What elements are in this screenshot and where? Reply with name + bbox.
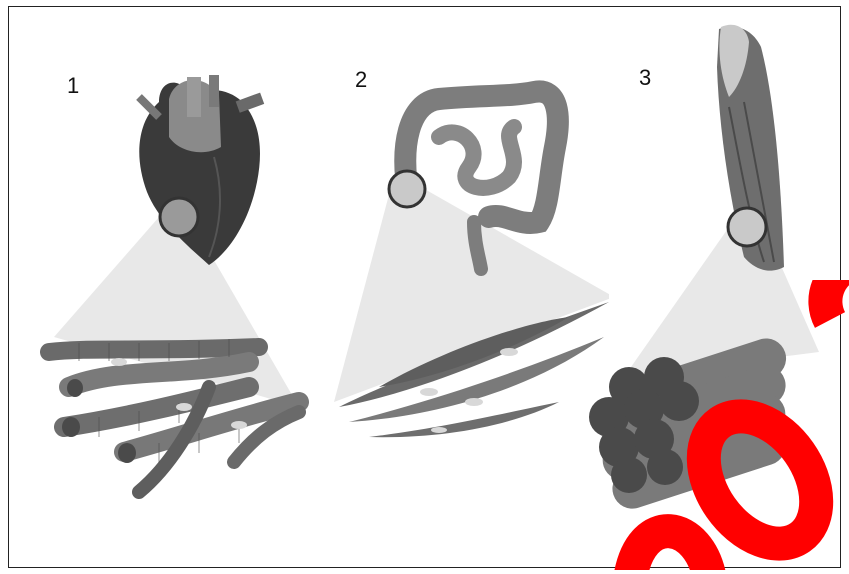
panel-smooth: 2 <box>309 7 609 567</box>
magnifier-circle-2 <box>389 171 425 207</box>
smooth-illustration <box>309 7 609 567</box>
red-stamp-icon <box>570 280 849 570</box>
cardiac-illustration <box>9 7 309 567</box>
magnifier-circle-1 <box>160 198 198 236</box>
panel-cardiac: 1 <box>9 7 309 567</box>
magnifier-circle-3 <box>728 208 766 246</box>
